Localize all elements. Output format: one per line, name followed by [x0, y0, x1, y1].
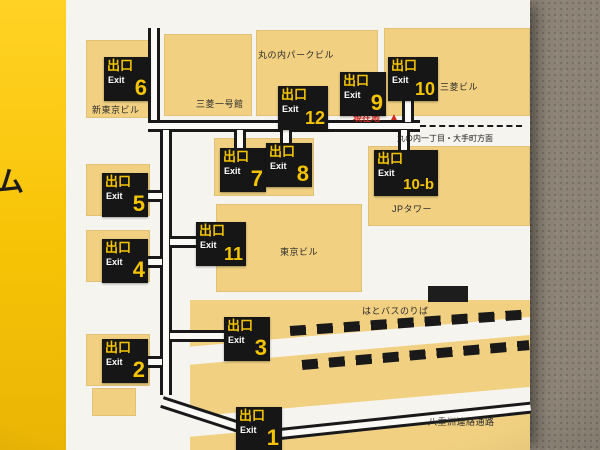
exit-en-label: Exit: [106, 257, 123, 267]
exit-en-label: Exit: [240, 425, 257, 435]
exit-number: 10: [414, 79, 435, 99]
corridor-stub-exit10: [402, 96, 414, 122]
exit-number: 6: [134, 75, 147, 100]
exit-en-label: Exit: [106, 191, 123, 201]
exit-en-label: Exit: [270, 161, 287, 171]
exit-kanji-label: 出口: [223, 149, 250, 164]
exit-kanji-label: 出口: [391, 58, 418, 73]
exit-number: 5: [132, 191, 145, 216]
exit-kanji-label: 出口: [105, 240, 132, 255]
exit-sign-4: 出口 Exit 4: [102, 239, 148, 283]
exit-kanji-label: 出口: [107, 58, 134, 73]
building-small-southwest: [92, 388, 136, 416]
exit-number: 2: [132, 357, 145, 382]
exit-number: 12: [304, 108, 325, 128]
exit-number: 7: [250, 166, 263, 191]
partial-katakana-text: ム: [0, 166, 25, 197]
exit-en-label: Exit: [106, 357, 123, 367]
exit-sign-8: 出口 Exit 8: [266, 143, 312, 187]
building-label-shin-tokyo: 新東京ビル: [92, 105, 140, 115]
area-label-hato-bus: はとバスのりば: [362, 306, 429, 316]
exit-en-label: Exit: [228, 335, 245, 345]
exit-sign-10: 出口 Exit 10: [388, 57, 438, 101]
exit-sign-9: 出口 Exit 9: [340, 72, 386, 116]
exit-sign-7: 出口 Exit 7: [220, 148, 266, 192]
exit-kanji-label: 出口: [281, 87, 308, 102]
building-label-jp-tower: JPタワー: [392, 204, 433, 214]
exit-sign-12: 出口 Exit 12: [278, 86, 328, 130]
exit-number: 1: [266, 425, 279, 450]
black-structure: [428, 286, 468, 302]
exit-kanji-label: 出口: [377, 151, 404, 166]
exit-number: 3: [254, 335, 267, 360]
exit-kanji-label: 出口: [105, 340, 132, 355]
exit-sign-11: 出口 Exit 11: [196, 222, 246, 266]
building-label-marunouchi-park: 丸の内パークビル: [258, 50, 335, 60]
building-label-tokyo-building: 東京ビル: [280, 247, 319, 257]
exit-sign-3: 出口 Exit 3: [224, 317, 270, 361]
exit-sign-2: 出口 Exit 2: [102, 339, 148, 383]
yellow-sign-edge: ム: [0, 0, 66, 450]
corridor-stub-exit2: [144, 356, 162, 368]
exit-en-label: Exit: [224, 166, 241, 176]
building-mitsubishi-ichigokan: [164, 34, 252, 116]
direction-label: 丸の内一丁目・大手町方面: [397, 134, 493, 143]
exit-kanji-label: 出口: [343, 73, 370, 88]
exit-en-label: Exit: [108, 75, 125, 85]
map-panel: 丸の内パークビル 新東京ビル 三菱一号館 三菱ビル JPタワー 東京ビル はとバ…: [66, 0, 532, 450]
exit-kanji-label: 出口: [239, 408, 266, 423]
exit-en-label: Exit: [378, 168, 395, 178]
corridor-stub-exit8: [280, 130, 292, 145]
exit-kanji-label: 出口: [105, 174, 132, 189]
exit-en-label: Exit: [282, 104, 299, 114]
exit-sign-6: 出口 Exit 6: [104, 57, 150, 101]
corridor-stub-exit11: [170, 236, 198, 248]
exit-kanji-label: 出口: [199, 223, 226, 238]
exit-en-label: Exit: [344, 90, 361, 100]
corridor-direction-dashed: [420, 125, 522, 127]
exit-en-label: Exit: [200, 240, 217, 250]
exit-kanji-label: 出口: [227, 318, 254, 333]
corridor-stub-exit3: [170, 330, 226, 342]
exit-number: 11: [223, 244, 243, 264]
exit-sign-5: 出口 Exit 5: [102, 173, 148, 217]
exit-kanji-label: 出口: [269, 144, 296, 159]
current-location-label: 現在地: [353, 113, 381, 123]
exit-number: 10-b: [403, 176, 434, 193]
current-location-marker-icon: ▲: [389, 112, 399, 123]
exit-en-label: Exit: [392, 75, 409, 85]
exit-number: 4: [132, 257, 145, 282]
exit-number: 9: [370, 90, 383, 115]
exit-number: 8: [296, 161, 309, 186]
exit-sign-10b: 出口 Exit 10-b: [374, 150, 438, 196]
area-label-yaesu-passage: 八重洲連絡通路: [428, 417, 495, 427]
corridor-stub-exit10b: [398, 130, 410, 152]
corridor-stub-exit7: [234, 130, 246, 150]
building-label-mitsubishi-ichigokan: 三菱一号館: [196, 99, 244, 109]
building-label-mitsubishi: 三菱ビル: [440, 82, 479, 92]
exit-sign-1: 出口 Exit 1: [236, 407, 282, 450]
corridor-stub-exit5: [144, 190, 162, 202]
corridor-stub-exit4: [144, 256, 162, 268]
